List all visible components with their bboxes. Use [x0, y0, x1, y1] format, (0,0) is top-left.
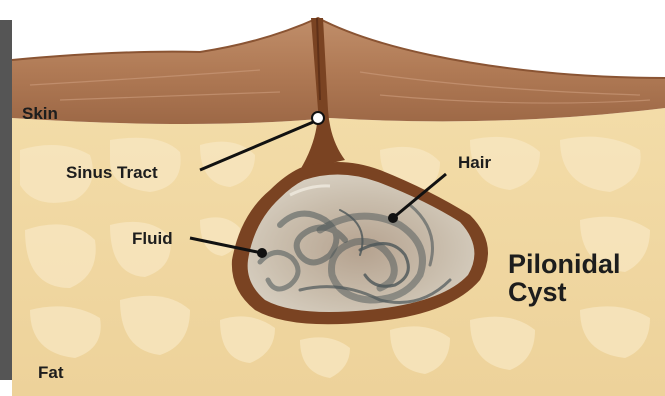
label-fat: Fat [38, 363, 64, 382]
label-pilonidal: Pilonidal [508, 249, 621, 279]
label-cyst: Cyst [508, 277, 567, 307]
label-skin: Skin [22, 104, 58, 123]
label-sinus-tract: Sinus Tract [66, 163, 158, 182]
label-hair: Hair [458, 153, 491, 172]
fluid-dot [257, 248, 267, 258]
hair-dot [388, 213, 398, 223]
sinus-tract-dot [312, 112, 324, 124]
label-fluid: Fluid [132, 229, 173, 248]
side-photo-strip [0, 20, 12, 380]
